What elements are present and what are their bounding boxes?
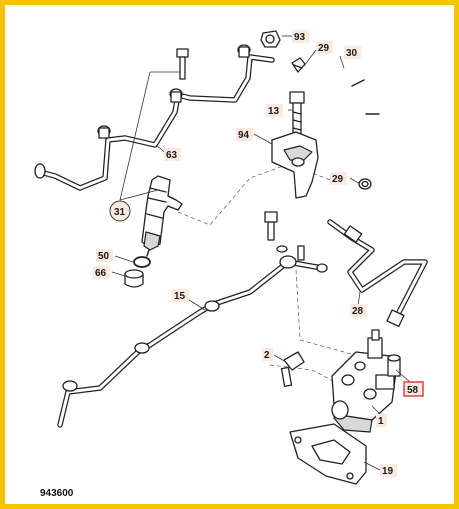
- injector-31: [141, 175, 183, 257]
- callout-13-text: 13: [268, 106, 280, 117]
- callout-29-lower-text: 29: [332, 174, 344, 185]
- callout-66-text: 66: [95, 268, 107, 279]
- seal-66: [124, 269, 144, 288]
- callout-19: 19: [380, 464, 397, 477]
- callout-30: 30: [344, 46, 361, 59]
- nipple-58: [387, 354, 401, 377]
- callout-94: 94: [236, 128, 253, 141]
- callout-15: 15: [172, 289, 189, 302]
- assembly-guide-lines: [177, 159, 356, 391]
- pipe-28: [327, 219, 428, 328]
- hose-clamp-29-top: [291, 57, 306, 73]
- callout-31-text: 31: [114, 207, 126, 218]
- feed-pipe-15: [57, 245, 328, 428]
- injection-pump-1: [331, 329, 397, 433]
- bolt-2: [280, 351, 305, 388]
- gasket-19: [289, 423, 367, 485]
- callout-28-text: 28: [352, 306, 364, 317]
- leader-lines: [111, 35, 411, 471]
- callout-1-text: 1: [378, 416, 384, 427]
- callout-13: 13: [266, 104, 283, 117]
- callout-93: 93: [292, 30, 309, 43]
- callout-58: 58: [403, 381, 424, 397]
- callout-50: 50: [96, 249, 113, 262]
- callout-93-text: 93: [294, 32, 306, 43]
- banjo-bolt: [176, 48, 189, 80]
- callout-63-text: 63: [166, 150, 178, 161]
- callout-94-text: 94: [238, 130, 250, 141]
- return-hose-30: [303, 62, 380, 185]
- callout-66: 66: [93, 266, 110, 279]
- callout-50-text: 50: [98, 251, 110, 262]
- callout-1: 1: [376, 414, 387, 427]
- callout-29-top-text: 29: [318, 43, 330, 54]
- callout-15-text: 15: [174, 291, 186, 302]
- callout-31: 31: [109, 200, 131, 222]
- hose-clamp-29-lower: [358, 178, 372, 190]
- leak-off-pipe-63: [34, 44, 275, 191]
- callout-30-text: 30: [346, 48, 358, 59]
- callout-63: 63: [164, 148, 181, 161]
- callout-58-text: 58: [407, 385, 419, 396]
- bolt-small: [264, 211, 288, 253]
- callout-2-text: 2: [264, 350, 270, 361]
- nut-93: [260, 30, 281, 48]
- bracket-94: [271, 131, 319, 199]
- callout-29-lower: 29: [330, 172, 347, 185]
- callout-19-text: 19: [382, 466, 394, 477]
- callout-28: 28: [350, 304, 367, 317]
- callout-2: 2: [262, 348, 273, 361]
- o-ring-50: [133, 256, 151, 268]
- reference-number: 943600: [40, 488, 74, 499]
- callout-29-top: 29: [316, 41, 333, 54]
